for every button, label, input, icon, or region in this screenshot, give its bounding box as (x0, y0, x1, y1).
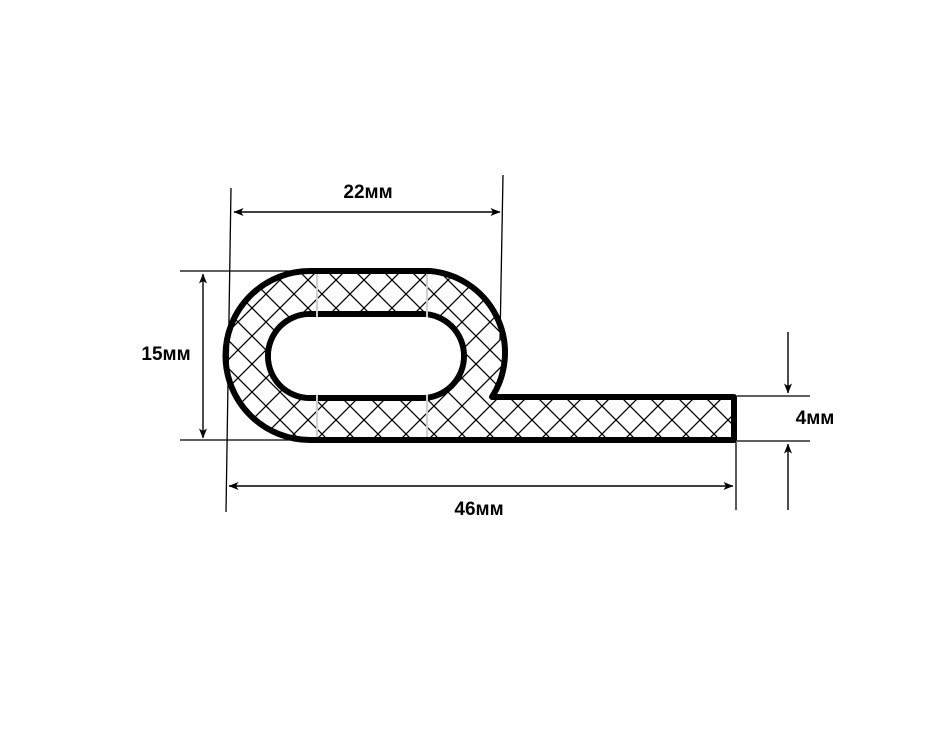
extension-line-top-right (499, 174, 504, 341)
hatch-seam-mask (271, 317, 461, 395)
dimension-label-height-left: 15мм (141, 344, 190, 365)
dimension-label-thickness: 4мм (796, 408, 835, 429)
dimension-label-total-length: 46мм (454, 499, 503, 520)
extension-line-left (225, 187, 232, 513)
dimension-label-width-top: 22мм (343, 182, 392, 203)
